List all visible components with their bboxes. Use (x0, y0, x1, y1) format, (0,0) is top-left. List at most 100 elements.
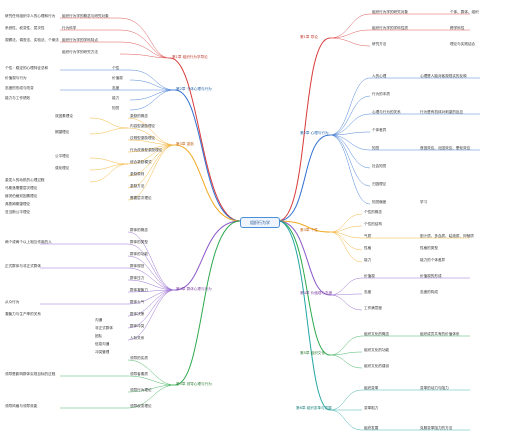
branch-item[interactable]: 沟通 (95, 318, 103, 322)
branch-item[interactable]: 学习 (420, 200, 428, 204)
central-topic[interactable]: 组织行为学 (240, 217, 280, 228)
branch-item[interactable]: 工作满意度 (364, 306, 382, 310)
branch-item[interactable]: 变革阻力 (364, 406, 379, 410)
branch-note: 领导风格与领导效能 (5, 404, 38, 408)
branch-title[interactable]: 第4章 价值观与态度 (300, 291, 333, 295)
branch-title[interactable]: 第4章 群体心理与行为 (176, 287, 212, 291)
branch-item[interactable]: 公平理论 (55, 154, 70, 158)
branch-item[interactable]: 气质 (364, 234, 372, 238)
branch-item[interactable]: 行为科学 (62, 26, 77, 30)
branch-note: 跨学科性 (450, 26, 465, 30)
branch-item[interactable]: 人际关系 (130, 336, 145, 340)
branch-title[interactable]: 第5章 领导心理与行为 (176, 382, 212, 386)
branch-item[interactable]: 组织行为学的学科特点 (62, 38, 98, 42)
branch-item[interactable]: 群体的概念 (130, 228, 148, 232)
branch-item[interactable]: 期望理论 (55, 130, 70, 134)
branch-item[interactable]: 个性的概念 (364, 210, 382, 214)
edge-b7 (277, 134, 331, 222)
branch-item[interactable]: 个体差异 (372, 128, 387, 132)
branch-note: 能力与工作绩效 (5, 96, 31, 100)
branch-item[interactable]: 内容型激励理论 (130, 124, 156, 128)
branch-item[interactable]: 领导权变理论 (130, 404, 152, 408)
branch-note: 正式群体与非正式群体 (5, 264, 41, 268)
branch-item[interactable]: 激励的概念 (130, 114, 148, 118)
branch-item[interactable]: 组织文化的概念 (364, 332, 390, 336)
branch-item[interactable]: 组织文化的功能 (364, 348, 390, 352)
branch-item[interactable]: 个性的结构 (364, 222, 382, 226)
branch-item[interactable]: 过程型激励理论 (130, 136, 156, 140)
branch-note: 个体、群体、组织 (450, 10, 479, 14)
branch-item[interactable]: 群体规范 (130, 264, 145, 268)
branch-item[interactable]: 群体的类型 (130, 240, 148, 244)
branch-title[interactable]: 第3章 个性 (300, 228, 318, 232)
branch-note: 凝聚力与生产率的关系 (5, 312, 41, 316)
branch-item[interactable]: 归因理论 (372, 182, 387, 186)
branch-item[interactable]: 知觉偏差 (372, 200, 387, 204)
branch-note: 观察法、调查法、实验法、个案法 (5, 38, 59, 42)
edge-b1 (169, 57, 241, 222)
branch-item[interactable]: 组织行为学的学科性质 (372, 26, 408, 30)
branch-item[interactable]: 群体凝聚力 (130, 288, 148, 292)
branch-item[interactable]: 群体压力 (130, 276, 145, 280)
branch-item[interactable]: 能力 (112, 96, 120, 100)
branch-note: 态度的形成与改变 (5, 86, 34, 90)
branch-note: 个性：稳定的心理特征总和 (5, 66, 49, 70)
branch-item[interactable]: 冲突管理 (95, 350, 110, 354)
branch-item[interactable]: 知觉 (372, 146, 380, 150)
branch-note: 价值观与行为 (5, 76, 27, 80)
branch-note: 变革的动力与阻力 (420, 386, 449, 390)
branch-item[interactable]: 需要层次理论 (130, 196, 152, 200)
branch-item[interactable]: 人的心理 (372, 74, 387, 78)
branch-item[interactable]: 群体的功能 (130, 252, 148, 256)
branch-item[interactable]: 研究方法 (372, 42, 387, 46)
branch-item[interactable]: 态度 (112, 86, 120, 90)
branch-title[interactable]: 第2章 心理与行为 (300, 131, 329, 135)
branch-item[interactable]: 群体冲突 (130, 324, 145, 328)
edge-b3 (174, 144, 241, 222)
branch-item[interactable]: 社会知觉 (372, 164, 387, 168)
branch-note: 首因效应、近因效应、晕轮效应 (420, 146, 471, 150)
branch-title[interactable]: 第1章 导论 (300, 35, 318, 39)
branch-item[interactable]: 团队 (95, 334, 103, 338)
branch-title[interactable]: 第3章 激励 (176, 142, 194, 146)
branch-item[interactable]: 知觉 (112, 106, 120, 110)
branch-item[interactable]: 组织行为学的概念与研究对象 (62, 14, 109, 18)
branch-item[interactable]: 价值观 (364, 274, 375, 278)
branch-title[interactable]: 第2章 个体心理与行为 (176, 87, 212, 91)
branch-item[interactable]: 性格 (364, 246, 372, 250)
branch-item[interactable]: 行为改造型激励理论 (130, 148, 163, 152)
branch-item[interactable]: 领导行为理论 (130, 388, 152, 392)
branch-item[interactable]: 群体士气 (130, 300, 145, 304)
edge-b4 (174, 220, 241, 291)
branch-item[interactable]: 双因素理论 (55, 114, 73, 118)
branch-item[interactable]: 能力 (364, 258, 372, 262)
branch-item[interactable]: 激励方法 (130, 184, 145, 188)
branch-item[interactable]: 组织行为学的研究方法 (62, 50, 98, 54)
branch-item[interactable]: 行为的本质 (372, 92, 390, 96)
branch-item[interactable]: 群体决策 (130, 312, 145, 316)
branch-note: 能力的个体差异 (420, 258, 446, 262)
branch-item[interactable]: 领导者素质 (130, 372, 148, 376)
branch-note: 行为是有机体对刺激的反应 (420, 110, 464, 114)
branch-title[interactable]: 第6章 组织变革与发展 (296, 406, 332, 410)
branch-item[interactable]: 组织发展 (364, 426, 379, 430)
branch-item[interactable]: 强化理论 (55, 166, 70, 170)
branch-item[interactable]: 综合激励模式 (130, 160, 152, 164)
branch-item[interactable]: 态度 (364, 290, 372, 294)
branch-note: 激发人的动机的心理过程 (5, 178, 45, 182)
branch-note: 从众行为 (5, 300, 20, 304)
branch-item[interactable]: 个性 (112, 66, 120, 70)
branch-item[interactable]: 组织行为学的研究对象 (372, 10, 408, 14)
branch-item[interactable]: 价值观 (112, 76, 123, 80)
branch-note: 理论与实践结合 (450, 42, 476, 46)
branch-item[interactable]: 组织文化的建设 (364, 364, 390, 368)
branch-item[interactable]: 领导的实质 (130, 356, 148, 360)
branch-item[interactable]: 组织变革 (364, 386, 379, 390)
branch-item[interactable]: 非正式群体 (95, 326, 113, 330)
branch-item[interactable]: 心理与行为的关系 (372, 110, 401, 114)
branch-item[interactable]: 信息沟通 (95, 342, 110, 346)
edge-b6 (277, 37, 331, 222)
branch-title[interactable]: 第1章 组织行为学导论 (172, 55, 208, 59)
branch-title[interactable]: 第5章 组织文化 (300, 351, 325, 355)
branch-item[interactable]: 激励原则 (130, 172, 145, 176)
